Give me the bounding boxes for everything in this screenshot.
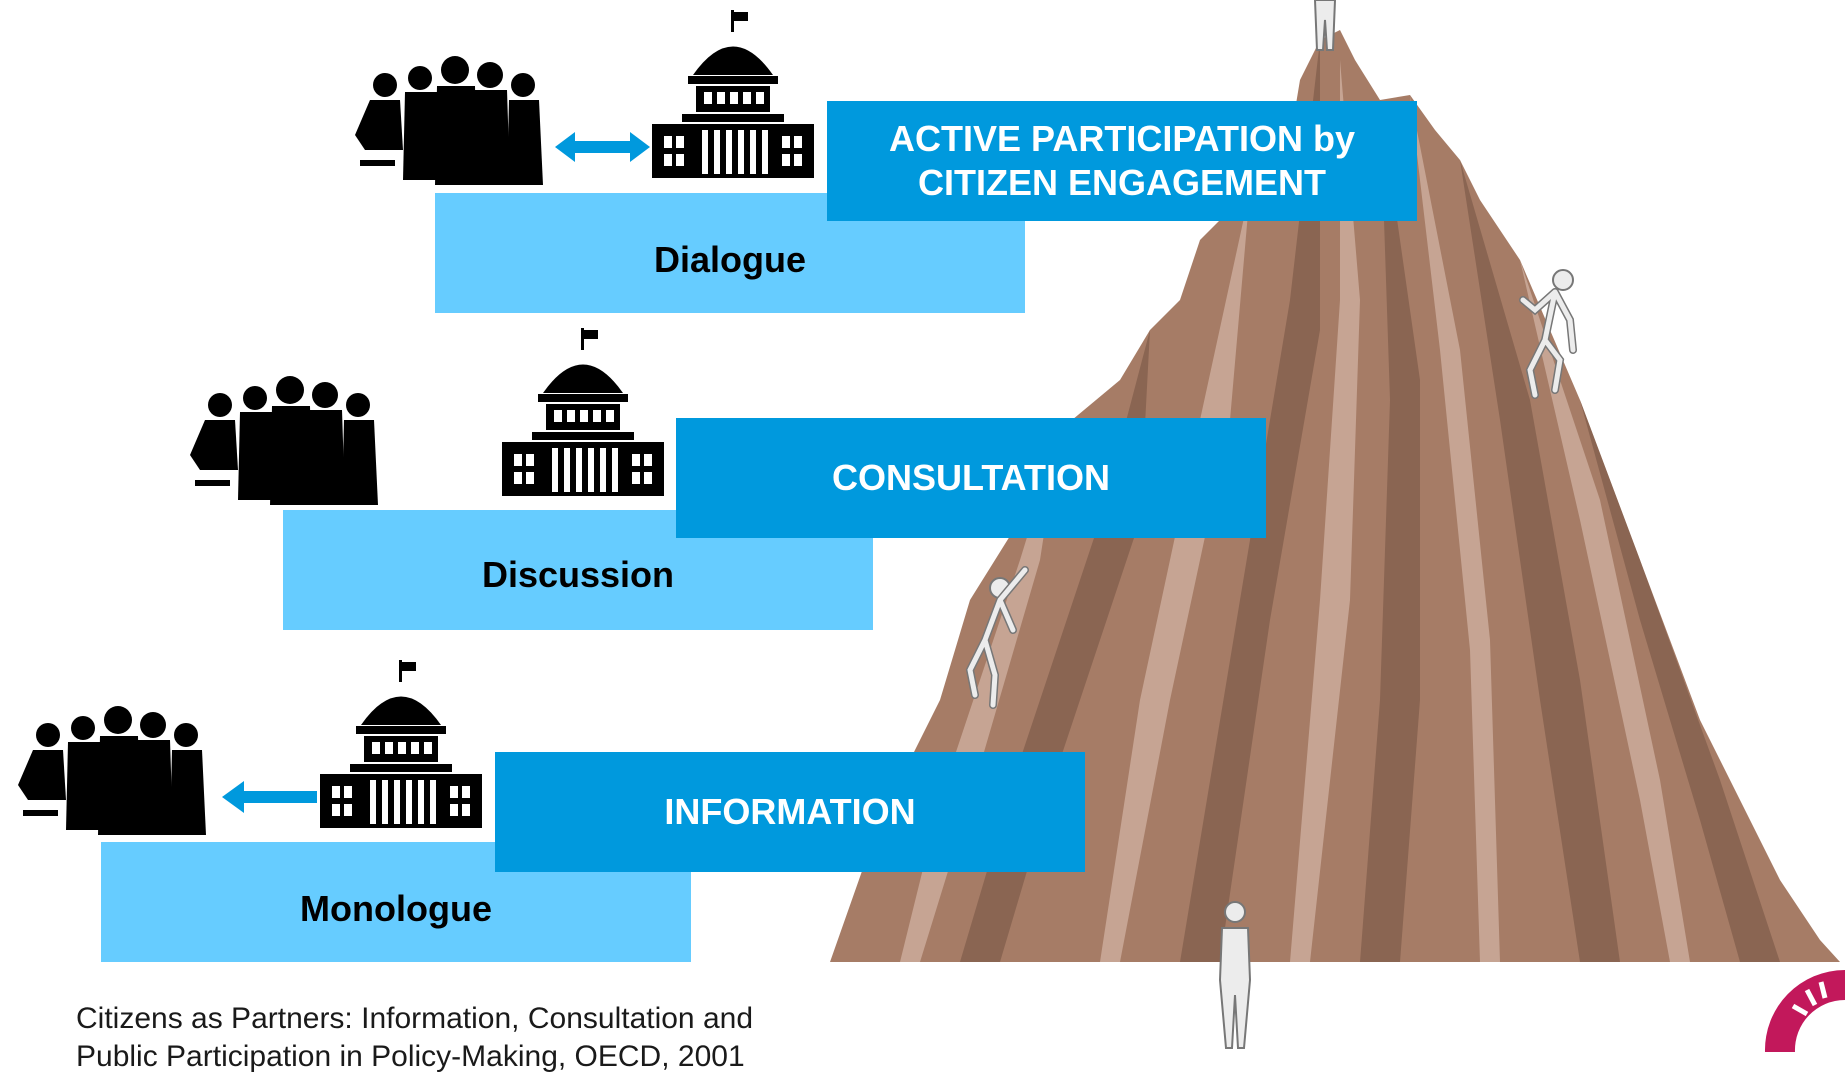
capitol-building-icon [652,10,814,178]
bidirectional-arrow-icon [555,132,650,162]
climber-figure-icon [1218,901,1252,1049]
level-box-information: INFORMATION [495,752,1085,872]
citizens-group-silhouette-icon [355,56,543,185]
stage-box-monologue: Monologue [101,842,691,962]
climber-figure-icon [965,566,1029,709]
stage-label: Monologue [300,888,492,929]
capitol-building-icon [502,328,664,496]
left-arrow-icon [222,781,317,813]
level-label-line: INFORMATION [664,791,916,832]
caption-line: Citizens as Partners: Information, Consu… [76,1002,754,1035]
capitol-building-icon [320,660,482,828]
source-caption: Citizens as Partners: Information, Consu… [76,1000,753,1076]
level-label-line: CONSULTATION [832,457,1110,498]
caption-line: Public Participation in Policy-Making, O… [76,1040,745,1073]
level-label-line: CITIZEN ENGAGEMENT [917,162,1326,203]
level-box-active-participation: ACTIVE PARTICIPATION by CITIZEN ENGAGEME… [827,101,1417,221]
stage-label: Discussion [481,554,675,595]
climber-figure-icon [1519,269,1577,399]
level-box-consultation: CONSULTATION [676,418,1266,538]
corner-logo-icon [1764,970,1845,1052]
citizens-group-silhouette-icon [18,706,206,835]
level-label-line: ACTIVE PARTICIPATION by [888,118,1355,159]
stage-label: Dialogue [653,239,806,280]
climber-figure-icon [1313,0,1337,51]
citizens-group-silhouette-icon [190,376,378,505]
